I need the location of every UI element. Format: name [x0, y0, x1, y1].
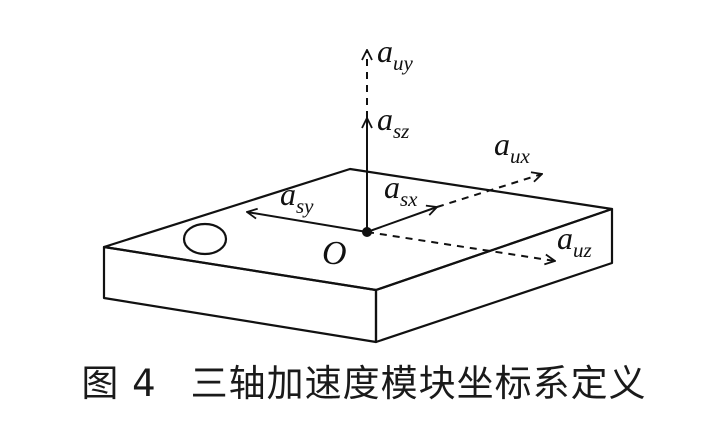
label-a-ux: aux — [494, 126, 531, 168]
label-a-sy: asy — [280, 176, 314, 218]
axis-sy-arrow — [247, 212, 368, 233]
label-a-sz: asz — [377, 101, 409, 143]
caption-number: 图 4 — [81, 362, 157, 405]
axis-sx-arrow — [366, 207, 437, 233]
axis-ux-arrow — [436, 174, 542, 208]
axis-uz-arrow — [366, 231, 555, 261]
origin-label: O — [322, 235, 347, 272]
caption-title: 三轴加速度模块坐标系定义 — [190, 362, 647, 405]
module-circle-marker — [182, 222, 228, 256]
box-side-face — [374, 207, 614, 344]
label-a-uz: auz — [557, 220, 592, 262]
origin-dot — [362, 227, 372, 237]
figure-caption: 图 4 三轴加速度模块坐标系定义 — [0, 352, 728, 408]
label-a-uy: auy — [377, 33, 414, 75]
module-box — [102, 167, 614, 344]
label-a-sx: asx — [384, 169, 418, 211]
